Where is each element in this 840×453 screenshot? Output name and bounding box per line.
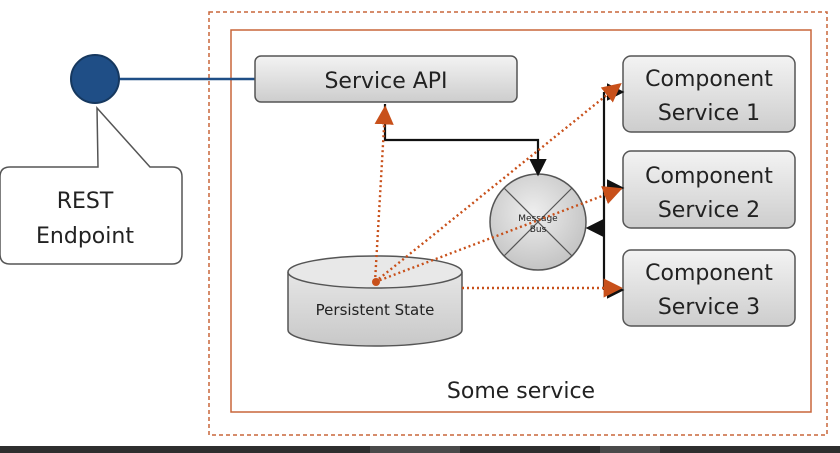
rest-endpoint-callout — [0, 106, 183, 265]
persistent-state-cylinder: Persistent State — [287, 255, 463, 347]
state-to-component-2-arrow — [374, 186, 623, 284]
component-service-2-line1: Component — [645, 164, 773, 189]
state-access-origin — [372, 278, 380, 286]
api-to-bus-arrow — [383, 104, 547, 177]
service-boundary-label: Some service — [447, 379, 595, 404]
component-service-1-line2: Service 1 — [658, 101, 760, 126]
message-bus-label-line2: Bus — [530, 225, 547, 235]
message-bus-label-line1: Message — [518, 214, 558, 224]
video-bottom-bar — [0, 446, 840, 453]
service-api-box — [254, 55, 518, 103]
rest-endpoint-label-line1: REST — [57, 189, 114, 214]
outer-dotted-boundary — [208, 11, 828, 436]
component-service-1-line1: Component — [645, 67, 773, 92]
persistent-state-label: Persistent State — [316, 301, 435, 319]
rest-endpoint-node — [70, 54, 120, 104]
state-access-arrows — [373, 82, 623, 298]
state-to-component-1-arrow — [374, 82, 622, 283]
component-service-3-line1: Component — [645, 261, 773, 286]
inner-service-boundary — [230, 29, 812, 413]
message-bus: Message Bus — [489, 173, 587, 271]
component-service-1: Component Service 1 — [622, 55, 796, 133]
component-service-3: Component Service 3 — [622, 249, 796, 327]
component-service-3-line2: Service 3 — [658, 295, 760, 320]
state-to-api-arrow — [373, 105, 394, 283]
component-service-2-line2: Service 2 — [658, 198, 760, 223]
service-api-label: Service API — [324, 69, 447, 94]
component-service-2: Component Service 2 — [622, 150, 796, 229]
rest-endpoint-label-line2: Endpoint — [36, 224, 134, 249]
